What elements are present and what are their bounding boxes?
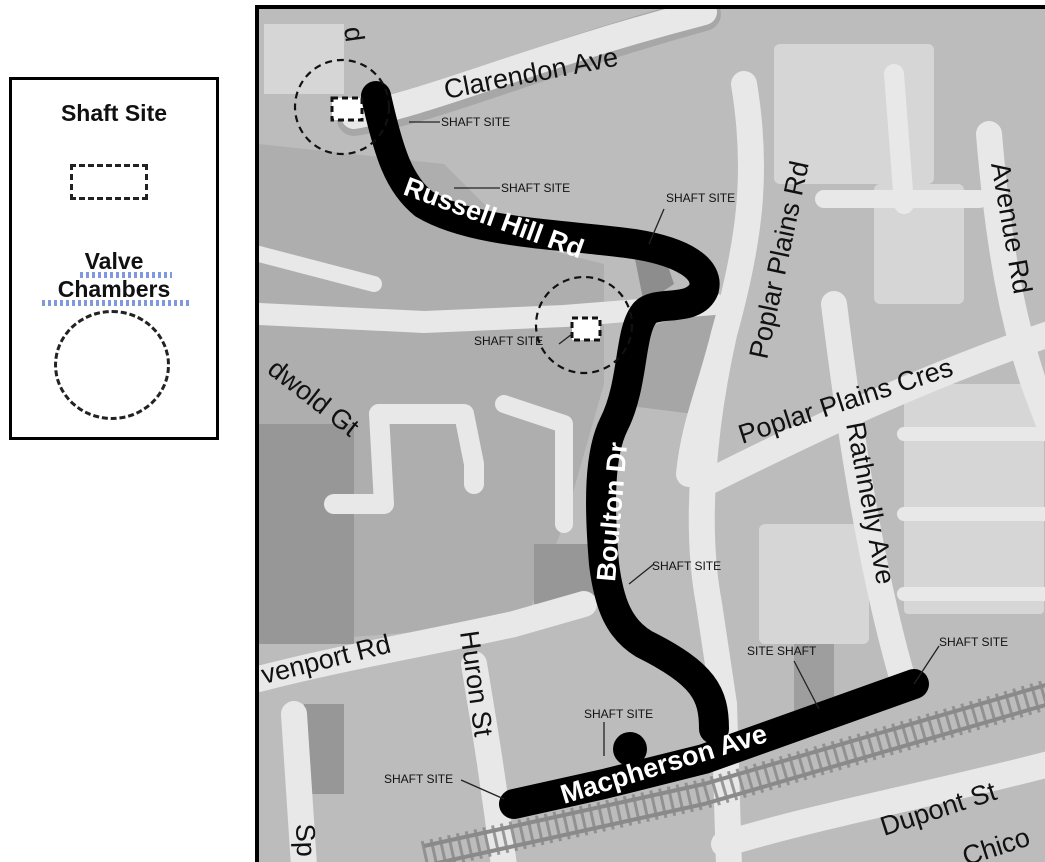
railway: [420, 679, 1045, 862]
legend-shaft-title: Shaft Site: [60, 100, 168, 126]
map-legend: Shaft Site Valve Chambers: [9, 77, 219, 440]
annotation-shaft-8: SHAFT SITE: [384, 772, 453, 786]
annotation-shaft-6: SHAFT SITE: [939, 635, 1008, 649]
annotation-shaft-4: SHAFT SITE: [474, 334, 543, 348]
annotation-shaft-3: SHAFT SITE: [666, 191, 735, 205]
route-russell-boulton: [361, 81, 729, 744]
spellcheck-underline: [80, 272, 172, 278]
valve-chambers: [293, 58, 634, 375]
road-edgewold-spur: [324, 404, 394, 514]
annotation-shaft-7: SHAFT SITE: [584, 707, 653, 721]
road-west: [259, 246, 382, 292]
road-edgewold-loop: [369, 404, 484, 494]
valve-chamber-boulton: [534, 275, 634, 375]
road-boulton-loop: [495, 395, 573, 533]
map-panel: SHAFT SITE SHAFT SITE SHAFT SITE SHAFT S…: [255, 5, 1045, 862]
shaft-symbol-clarendon: [330, 96, 364, 122]
annotation-shaft-1: SHAFT SITE: [441, 115, 510, 129]
road-huron: [461, 651, 517, 862]
road-rathnelly: [821, 291, 917, 697]
legend-valve-title-1: Valve: [84, 248, 144, 274]
road-side-1: [884, 64, 914, 214]
route-macpherson: [499, 669, 929, 819]
road-dupont: [711, 751, 1045, 857]
tunnel-route: [361, 81, 929, 819]
legend-valve-symbol: [54, 310, 170, 420]
route-node: [613, 732, 647, 766]
annotations: SHAFT SITE SHAFT SITE SHAFT SITE SHAFT S…: [384, 115, 1008, 786]
label-spadina: Sp: [290, 823, 321, 857]
shaft-symbols: [330, 96, 602, 342]
road-spadina: [281, 701, 317, 862]
map-canvas: SHAFT SITE SHAFT SITE SHAFT SITE SHAFT S…: [259, 9, 1045, 862]
shaft-symbol-boulton: [570, 316, 602, 342]
valve-chamber-clarendon: [293, 58, 391, 156]
annotation-shaft-2: SHAFT SITE: [501, 181, 570, 195]
leader-lines: [409, 121, 940, 800]
annotation-shaft-5: SHAFT SITE: [652, 559, 721, 573]
spellcheck-underline: [42, 300, 190, 306]
label-top-cut: d: [338, 25, 370, 44]
legend-valve-title-2: Chambers: [57, 276, 171, 302]
road-avenue-rd: [976, 121, 1045, 437]
road-davenport: [259, 591, 597, 692]
annotation-site-shaft: SITE SHAFT: [747, 644, 817, 658]
legend-shaft-symbol: [70, 164, 148, 200]
